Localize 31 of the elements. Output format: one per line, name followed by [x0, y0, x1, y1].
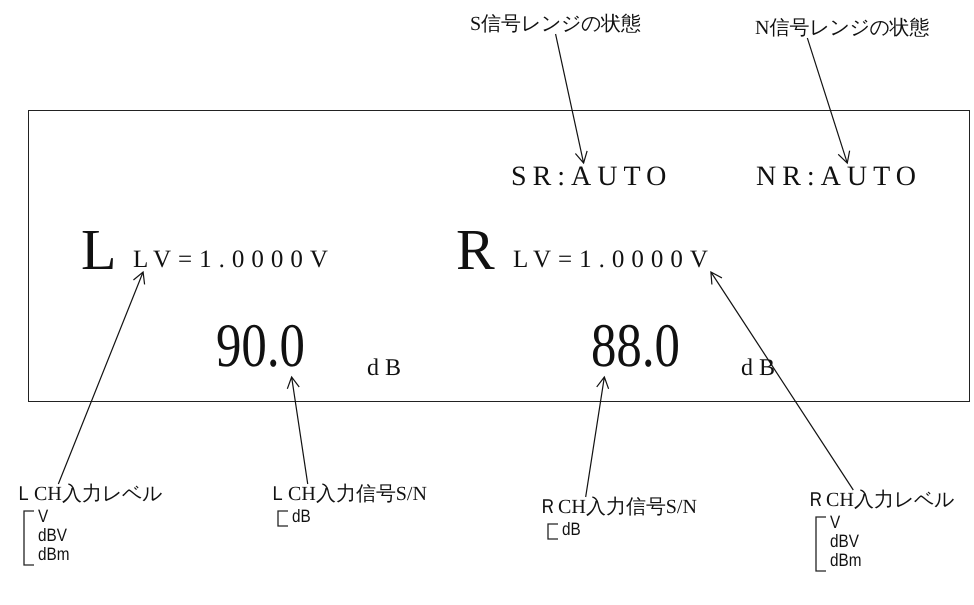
- unit-label: dB: [741, 356, 782, 380]
- measurement-value: 88.0: [591, 315, 680, 377]
- unit-option: dB: [562, 520, 677, 539]
- callout-label: ＬCH入力信号S/N: [268, 484, 427, 505]
- callout-label: ＬCH入力レベル: [14, 484, 162, 505]
- channel-letter: L: [81, 221, 116, 279]
- display-text: SR:AUTO: [511, 163, 672, 191]
- unit-option: dBV: [830, 532, 936, 551]
- display-text: LV=1.0000V: [513, 247, 715, 272]
- leader-arrow: [806, 38, 850, 164]
- callout-label: ＲCH入力レベル: [806, 490, 954, 511]
- callout-label: ＲCH入力信号S/N: [538, 497, 697, 518]
- leader-arrow: [286, 376, 308, 484]
- unit-option: dBm: [38, 544, 144, 564]
- unit-option: dBV: [38, 526, 144, 545]
- display-text: LV=1.0000V: [133, 247, 335, 272]
- unit-option: V: [38, 507, 144, 526]
- channel-letter: R: [456, 221, 495, 279]
- leader-arrow: [554, 34, 588, 164]
- display-text: NR:AUTO: [756, 163, 922, 191]
- leader-arrow: [585, 376, 610, 498]
- unit-option: dBm: [830, 550, 936, 570]
- unit-option: dB: [292, 507, 407, 526]
- display-panel: [28, 110, 970, 402]
- unit-label: dB: [367, 356, 408, 380]
- unit-option: V: [830, 513, 936, 532]
- leader-arrow: [58, 271, 146, 484]
- measurement-value: 90.0: [216, 315, 305, 377]
- callout-label: S信号レンジの状態: [470, 14, 642, 34]
- callout-label: N信号レンジの状態: [755, 18, 930, 38]
- leader-arrow: [710, 271, 854, 490]
